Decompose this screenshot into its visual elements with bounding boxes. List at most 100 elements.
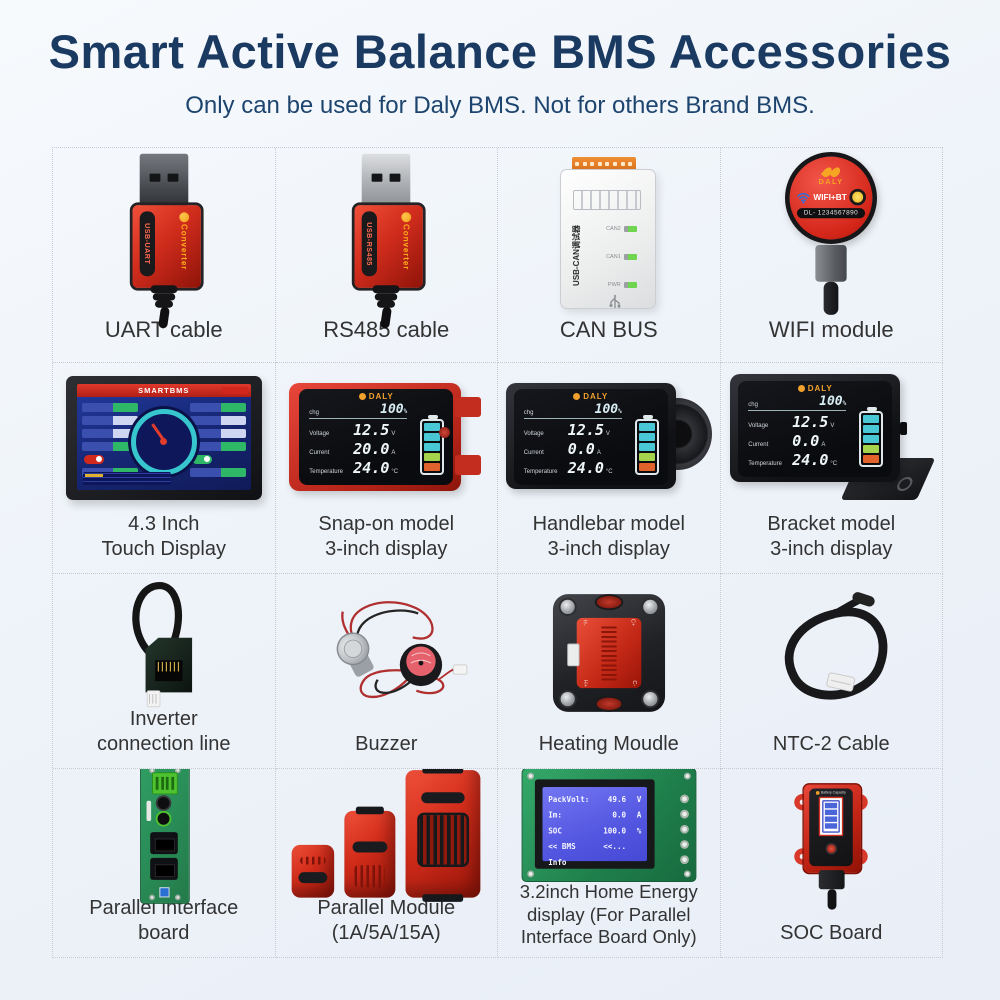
product-card-uart-cable: USB-UART Converter UART cable	[53, 148, 276, 363]
daly-logo-icon	[179, 211, 189, 222]
page-subtitle: Only can be used for Daly BMS. Not for o…	[185, 92, 815, 119]
solder-pads	[680, 794, 689, 865]
board-panel: Battery Capacity	[809, 788, 854, 866]
can-adapter-icon: USB-CAN调试器 CAN2 CAN1 PWR	[550, 156, 668, 309]
module-small	[291, 844, 335, 898]
terminal-block	[151, 771, 178, 794]
usb-plug	[139, 153, 189, 206]
usb-icon	[609, 294, 621, 308]
buzzer-image	[276, 574, 498, 732]
power-button	[439, 426, 451, 438]
converter-body: USB-UART Converter	[129, 201, 204, 291]
interface-board-icon	[134, 769, 193, 904]
product-grid: USB-UART Converter UART cable USB-RS485	[52, 147, 943, 958]
soc-board-image: Battery Capacity	[721, 769, 943, 921]
usb-converter-icon: USB-RS485 Converter	[332, 153, 440, 329]
adapter-body: USB-CAN调试器 CAN2 CAN1 PWR	[559, 168, 656, 309]
connector-stem	[815, 244, 847, 282]
usb-plug	[361, 153, 411, 206]
screw-icon	[642, 599, 658, 614]
product-card-wifi-module: DALY WIFI+BT DL- 1234567890 WIFI modu	[720, 148, 943, 363]
module-faceplate	[576, 617, 642, 688]
product-card-rs485-cable: USB-RS485 Converter RS485 cable	[275, 148, 498, 363]
battery-icon	[634, 414, 659, 475]
side-button	[900, 421, 908, 435]
product-label: CAN BUS	[559, 317, 658, 343]
product-card-can-bus: USB-CAN调试器 CAN2 CAN1 PWR CAN BUS	[498, 148, 721, 363]
cable	[827, 889, 837, 910]
daly-logo-icon	[573, 392, 581, 400]
touch-display-image: SMARTBMS	[53, 363, 275, 512]
inverter-line-image	[53, 574, 275, 707]
product-card-ntc-cable: NTC-2 Cable	[720, 574, 943, 769]
led-indicator	[623, 225, 637, 232]
heating-module-image: H- C+ H+ C-	[498, 574, 720, 732]
converter-body: USB-RS485 Converter	[352, 201, 426, 291]
ntc-cable-icon	[785, 591, 888, 700]
board-frame: Battery Capacity	[802, 782, 863, 875]
uart-cable-image: USB-UART Converter	[53, 148, 275, 329]
wifi-module-image: DALY WIFI+BT DL- 1234567890	[721, 148, 943, 317]
parallel-board-image	[53, 769, 275, 904]
battery-icon	[859, 406, 884, 467]
product-card-parallel-module: Parallel Module(1A/5A/15A)	[275, 769, 498, 958]
module-face: DALY WIFI+BT DL- 1234567890	[785, 151, 878, 244]
daly-logo-icon	[401, 211, 412, 222]
rj45-jack	[149, 857, 178, 880]
display-screen: SMARTBMS	[76, 383, 251, 490]
screw-icon	[642, 691, 658, 706]
usb-converter-icon: USB-UART Converter	[110, 153, 218, 329]
product-label: NTC-2 Cable	[772, 732, 890, 755]
toggle-on	[191, 454, 212, 464]
parallel-modules-icon	[291, 769, 481, 902]
screw-icon	[560, 599, 575, 614]
buzzer-icon	[336, 600, 468, 698]
gauge-icon	[130, 408, 197, 475]
daly-logo-icon	[358, 392, 366, 400]
product-label: 3.2inch Home Energy display (For Paralle…	[519, 881, 698, 948]
led-indicator	[623, 253, 637, 260]
soc-screen	[819, 796, 844, 836]
product-card-heating-module: H- C+ H+ C- Heating Moudle	[498, 574, 721, 769]
daly-logo-icon	[797, 384, 805, 392]
screw-icon	[560, 691, 575, 706]
round-connector	[157, 812, 170, 825]
product-label: Heating Moudle	[538, 732, 679, 755]
pair-button	[849, 188, 867, 205]
round-connector	[157, 796, 170, 809]
page-title: Smart Active Balance BMS Accessories	[48, 25, 952, 78]
battery-icon	[822, 799, 841, 833]
side-connector	[566, 643, 580, 667]
daly-logo-icon	[816, 790, 820, 795]
product-card-buzzer: Buzzer	[275, 574, 498, 769]
wifi-module-icon: DALY WIFI+BT DL- 1234567890	[775, 151, 887, 315]
rj45-jack	[149, 831, 178, 854]
product-label: SOC Board	[780, 921, 883, 944]
rs485-cable-image: USB-RS485 Converter	[276, 148, 498, 329]
wifi-icon	[797, 192, 810, 203]
cable	[823, 281, 839, 315]
led-indicator	[623, 281, 637, 288]
ntc-cable-image	[721, 574, 943, 732]
